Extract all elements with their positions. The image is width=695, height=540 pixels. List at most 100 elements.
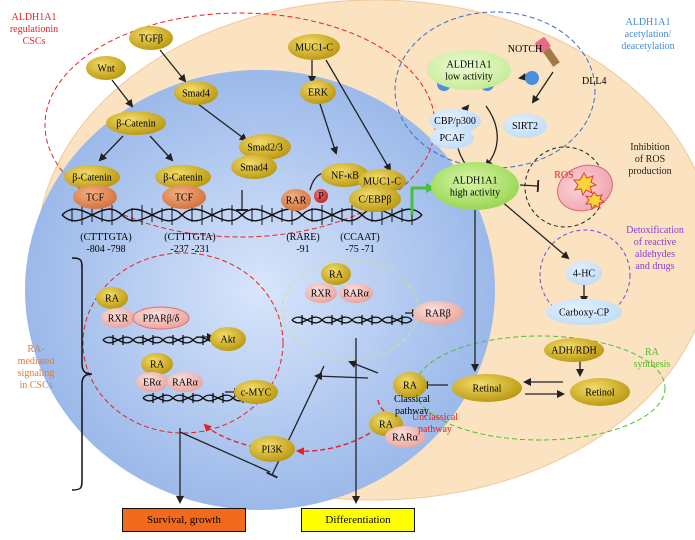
side-label-ra-signaling: mediated — [18, 356, 55, 367]
side-label-regulation: ALDH1A1 — [12, 12, 57, 23]
node-rara-uncl-label: RARα — [392, 433, 419, 444]
node-ra-rarb-label: RA — [329, 270, 344, 281]
node-hc4-label: 4-HC — [573, 269, 596, 280]
unclassical-pathway-label: pathway — [418, 424, 452, 435]
node-p: P — [314, 189, 328, 203]
node-era: ERα — [136, 372, 168, 392]
node-cebpb: C/EBPβ — [349, 186, 401, 212]
node-carboxy-label: Carboxy-CP — [559, 308, 609, 319]
high-activity-arrows — [176, 179, 588, 504]
node-cmyc-label: c-MYC — [241, 388, 272, 399]
node-rar: RAR — [281, 189, 311, 211]
node-muc1c-promoter-label: MUC1-C — [363, 177, 401, 188]
regulation-arrows — [98, 49, 392, 211]
node-beta-catenin-1-label: β-Catenin — [72, 173, 112, 184]
node-p-label: P — [318, 191, 324, 202]
side-label-detox: aldehydes — [635, 249, 675, 260]
node-sirt2: SIRT2 — [503, 114, 547, 138]
node-aldh-low-label: low activity — [445, 72, 493, 83]
side-label-ra-synthesis: synthesis — [634, 359, 671, 370]
node-pcaf: PCAF — [430, 127, 474, 149]
dna-main — [61, 208, 423, 222]
notch-label: NOTCH — [508, 44, 542, 55]
side-label-ra-signaling: RA- — [27, 344, 44, 355]
node-akt-label: Akt — [221, 335, 236, 346]
promoter-site2-pos: -237 -231 — [170, 244, 209, 255]
side-label-detox: and drugs — [635, 261, 674, 272]
side-label-detox: of reactive — [634, 237, 677, 248]
node-ra-main-label: RA — [403, 381, 418, 392]
node-tcf-1-label: TCF — [86, 193, 105, 204]
node-retinol: Retinol — [570, 378, 630, 406]
node-ra-er: RA — [141, 353, 173, 375]
node-rxr-ppar: RXR — [101, 308, 135, 328]
node-ppar: PPARβ/δ — [132, 306, 190, 330]
side-label-ros: production — [628, 166, 671, 177]
differentiation-label: Differentiation — [325, 514, 391, 526]
dna-rarb — [291, 315, 413, 325]
node-erk-label: ERK — [308, 88, 329, 99]
node-rara-er: RARα — [167, 372, 203, 392]
side-label-acetylation: acetylation/ — [625, 29, 672, 40]
ros-label: ROS — [554, 170, 573, 181]
promoter-rare-pos: -91 — [296, 244, 309, 255]
node-muc1c-top: MUC1-C — [288, 34, 340, 60]
differentiation-box: Differentiation — [301, 508, 415, 532]
node-adh-label: ADH/RDH — [551, 346, 597, 357]
node-pi3k-label: PI3K — [261, 445, 283, 456]
node-aldh-low-label: ALDH1A1 — [447, 60, 492, 71]
node-beta-catenin-top: β-Catenin — [106, 111, 166, 135]
node-ra-ppar-label: RA — [105, 294, 120, 305]
classical-pathway-label: Classical — [394, 394, 430, 405]
node-sirt2-label: SIRT2 — [512, 121, 538, 132]
unclassical-pathway-label: Unclassical — [412, 412, 458, 423]
promoter-site2-seq: (CTTTGTA) — [164, 232, 215, 243]
node-ra-uncl-label: RA — [379, 420, 394, 431]
promoter-site1-seq: (CTTTGTA) — [80, 232, 131, 243]
node-carboxy: Carboxy-CP — [546, 299, 622, 325]
node-smad23-label: Smad2/3 — [247, 143, 283, 154]
node-rarb-label: RARβ — [425, 309, 451, 320]
side-label-ros: Inhibition — [630, 142, 669, 153]
node-wnt-label: Wnt — [97, 64, 114, 75]
node-tcf-1: TCF — [73, 185, 117, 209]
node-pcaf-label: PCAF — [439, 133, 464, 144]
node-retinal: Retinal — [452, 374, 522, 402]
node-pi3k: PI3K — [249, 436, 295, 462]
node-tgfb-label: TGFβ — [139, 34, 163, 45]
promoter-rare-seq: (RARE) — [286, 232, 319, 243]
node-tcf-2-label: TCF — [175, 193, 194, 204]
node-era-label: ERα — [143, 378, 162, 389]
transcription-arrow — [410, 183, 436, 215]
side-label-acetylation: deacetylation — [621, 41, 674, 52]
node-smad4-bottom-label: Smad4 — [240, 163, 268, 174]
promoter-site1-pos: -804 -798 — [86, 244, 125, 255]
dll4-ligand — [535, 37, 560, 67]
node-cbp-label: CBP/p300 — [434, 116, 476, 127]
node-tcf-2: TCF — [162, 185, 206, 209]
node-akt: Akt — [210, 327, 246, 351]
side-label-detox: Detoxification — [626, 225, 684, 236]
side-label-acetylation: ALDH1A1 — [626, 17, 671, 28]
node-beta-catenin-2-label: β-Catenin — [163, 173, 203, 184]
classical-pathway-label: pathway — [395, 406, 429, 417]
node-rara-rarb: RARα — [339, 283, 373, 303]
node-cebpb-label: C/EBPβ — [359, 195, 392, 206]
side-label-ra-signaling: in CSCs — [19, 380, 52, 391]
side-label-ra-signaling: signaling — [18, 368, 55, 379]
node-ppar-label: PPARβ/δ — [143, 314, 180, 325]
node-rara-uncl: RARα — [385, 426, 425, 448]
unclassical-path — [203, 399, 393, 456]
node-ra-er-label: RA — [150, 360, 165, 371]
node-ra-ppar: RA — [96, 287, 128, 309]
node-rarb: RARβ — [413, 301, 463, 325]
node-nfkb-label: NF-κB — [331, 171, 359, 182]
node-tgfb: TGFβ — [129, 26, 173, 50]
node-rara-er-label: RARα — [172, 378, 199, 389]
survival-growth-box: Survival, growth — [122, 508, 246, 532]
node-wnt: Wnt — [86, 56, 126, 80]
